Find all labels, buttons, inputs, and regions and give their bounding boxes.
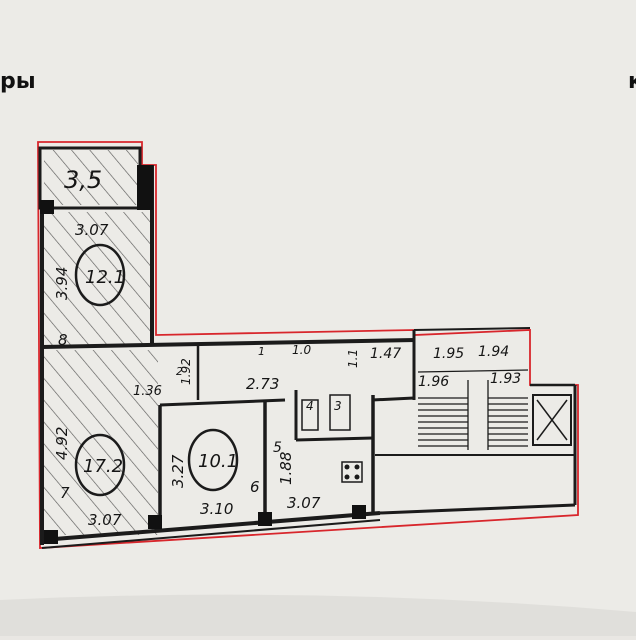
label-room-center: 10.1 bbox=[198, 451, 238, 472]
idx-kitchen: 5 bbox=[273, 440, 282, 456]
stair-wall bbox=[371, 396, 415, 402]
header-left-text: ры bbox=[0, 69, 36, 94]
dim-upper-width: 3.07 bbox=[75, 221, 109, 239]
bath-bottom-wall bbox=[295, 436, 374, 442]
dim-stair-w4: 1.96 bbox=[418, 374, 449, 390]
bathtub-icon bbox=[301, 394, 351, 431]
label-room-lower: 17.2 bbox=[83, 456, 123, 477]
circle-room-upper bbox=[74, 243, 126, 307]
dim-stair-w3: 1.94 bbox=[478, 344, 509, 360]
dim-upper-height: 3.94 bbox=[53, 267, 71, 300]
dim-hall-width: 2.73 bbox=[246, 375, 279, 393]
window-post-1 bbox=[44, 530, 58, 544]
staircase bbox=[417, 369, 529, 450]
south-wall bbox=[41, 511, 381, 542]
dim-lower-width: 3.07 bbox=[88, 511, 122, 529]
stove-icon bbox=[341, 461, 363, 483]
idx-lower: 7 bbox=[60, 484, 70, 502]
idx-corridor2: 2 bbox=[176, 365, 183, 378]
dim-bath-w1: 1.0 bbox=[292, 343, 311, 357]
dim-center-width: 3.10 bbox=[200, 500, 233, 518]
window-post-5 bbox=[40, 200, 54, 214]
label-balcony: 3,5 bbox=[64, 166, 102, 194]
dim-bath-w2: 1.1 bbox=[346, 349, 360, 368]
balcony-hatch bbox=[44, 150, 138, 205]
dim-stair-w1: 1.47 bbox=[370, 346, 401, 362]
idx-bath: 4 bbox=[306, 399, 314, 413]
paper-fold bbox=[0, 594, 636, 636]
central-wall bbox=[41, 338, 416, 349]
plan-labels: 3,5 12.1 17.2 10.1 3.07 3.94 1.36 1.92 2… bbox=[53, 166, 521, 529]
window-post-3 bbox=[258, 512, 272, 526]
window-post-2 bbox=[148, 515, 162, 529]
south-wall-east bbox=[379, 503, 576, 515]
stair-top-wall bbox=[413, 327, 531, 331]
dim-stair-w5: 1.93 bbox=[490, 371, 521, 387]
room-lower-hatch bbox=[44, 350, 158, 535]
idx-corridor: 1 bbox=[258, 345, 265, 358]
room-circles bbox=[74, 243, 239, 497]
dim-lower-height: 4.92 bbox=[53, 427, 71, 460]
circle-room-center bbox=[187, 428, 239, 492]
dim-corridor-small: 1.92 bbox=[179, 358, 193, 385]
label-room-upper: 12.1 bbox=[85, 267, 125, 288]
balcony-door bbox=[137, 165, 153, 210]
dim-stair-w2: 1.95 bbox=[433, 346, 464, 362]
idx-upper: 8 bbox=[58, 331, 68, 349]
dim-corridor-width: 1.36 bbox=[133, 384, 162, 399]
dim-kitchen-height: 1.88 bbox=[277, 452, 295, 485]
dim-center-height: 3.27 bbox=[169, 454, 187, 488]
circle-room-lower bbox=[74, 433, 126, 497]
south-wall-outer bbox=[41, 519, 381, 549]
room-upper-hatch bbox=[44, 212, 152, 347]
idx-wc: 3 bbox=[334, 399, 342, 413]
window-post-4 bbox=[352, 505, 366, 519]
windows bbox=[40, 165, 366, 544]
dim-kitchen-width: 3.07 bbox=[287, 494, 321, 512]
idx-center: 6 bbox=[250, 478, 260, 496]
shaft-cross bbox=[532, 394, 572, 446]
header-right-text: к bbox=[628, 69, 636, 94]
